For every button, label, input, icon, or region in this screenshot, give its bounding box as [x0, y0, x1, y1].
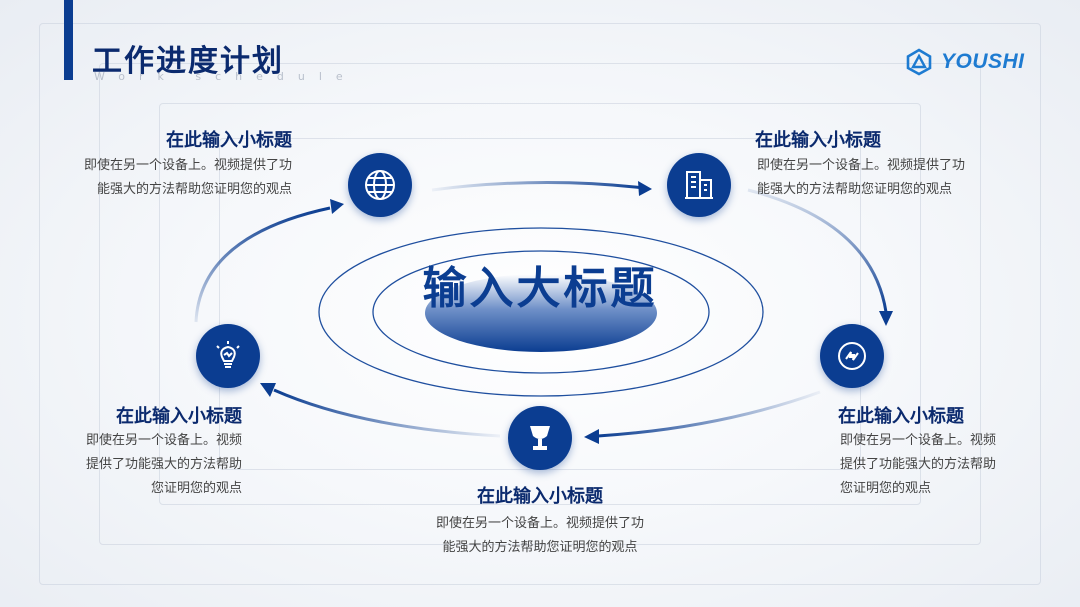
- node-desc-buildings: 即使在另一个设备上。视频提供了功 能强大的方法帮助您证明您的观点: [757, 154, 965, 202]
- desc-line: 即使在另一个设备上。视频: [85, 433, 242, 448]
- header-accent-bar: [64, 0, 73, 80]
- arrowhead-bottom-right: [584, 429, 599, 444]
- desc-line: 您证明您的观点: [840, 481, 932, 496]
- arrowhead-right: [879, 311, 893, 326]
- lightbulb-icon: [216, 341, 240, 368]
- desc-line: 能强大的方法帮助您证明您的观点: [96, 182, 292, 197]
- desc-line: 即使在另一个设备上。视频: [840, 433, 997, 448]
- arrow-right: [747, 188, 888, 313]
- arrow-top: [431, 180, 645, 192]
- outer-orbit: [318, 227, 764, 397]
- desc-line: 您证明您的观点: [150, 481, 242, 496]
- node-title-trophy: 在此输入小标题: [477, 486, 603, 507]
- node-refresh: [820, 324, 884, 388]
- arrowhead-top: [638, 181, 652, 196]
- node-title-refresh: 在此输入小标题: [838, 406, 964, 427]
- page-subtitle: Work schedule: [94, 70, 357, 83]
- middle-orbit: [372, 250, 710, 374]
- desc-line: 即使在另一个设备上。视频提供了功: [435, 516, 644, 531]
- arrow-bottom-right: [597, 390, 821, 438]
- arrowhead-bottom-left: [260, 383, 276, 397]
- background-frame: [99, 62, 981, 545]
- node-buildings: [667, 153, 731, 217]
- node-desc-trophy: 即使在另一个设备上。视频提供了功 能强大的方法帮助您证明您的观点: [390, 512, 690, 560]
- background-frame: [159, 102, 921, 505]
- trophy-icon: [530, 426, 550, 450]
- desc-line: 提供了功能强大的方法帮助: [85, 457, 242, 472]
- logo-text: YOUSHI: [941, 50, 1025, 73]
- globe-icon: [365, 170, 395, 200]
- node-desc-refresh: 即使在另一个设备上。视频 提供了功能强大的方法帮助 您证明您的观点: [840, 429, 996, 501]
- node-title-globe: 在此输入小标题: [166, 130, 292, 151]
- node-globe: [348, 153, 412, 217]
- logo-mark-icon: [906, 48, 932, 76]
- arrow-left: [194, 206, 331, 323]
- page-title: 工作进度计划: [92, 44, 284, 79]
- desc-line: 提供了功能强大的方法帮助: [840, 457, 997, 472]
- arrow-bottom-left: [273, 388, 501, 438]
- desc-line: 能强大的方法帮助您证明您的观点: [757, 182, 953, 197]
- refresh-icon: [838, 342, 866, 370]
- node-desc-globe: 即使在另一个设备上。视频提供了功 能强大的方法帮助您证明您的观点: [84, 154, 292, 202]
- center-title: 输入大标题: [422, 263, 658, 314]
- background-frame: [39, 22, 1041, 585]
- node-trophy: [508, 406, 572, 470]
- desc-line: 即使在另一个设备上。视频提供了功: [83, 158, 292, 173]
- buildings-icon: [685, 171, 713, 199]
- brand-logo: YOUSHI: [905, 48, 1025, 76]
- arrowhead-left: [330, 199, 344, 214]
- desc-line: 即使在另一个设备上。视频提供了功: [757, 158, 966, 173]
- node-title-buildings: 在此输入小标题: [755, 130, 881, 151]
- desc-line: 能强大的方法帮助您证明您的观点: [442, 540, 638, 555]
- center-disc: [425, 274, 657, 352]
- node-lightbulb: [196, 324, 260, 388]
- node-title-lightbulb: 在此输入小标题: [116, 406, 242, 427]
- node-desc-lightbulb: 即使在另一个设备上。视频 提供了功能强大的方法帮助 您证明您的观点: [86, 429, 242, 501]
